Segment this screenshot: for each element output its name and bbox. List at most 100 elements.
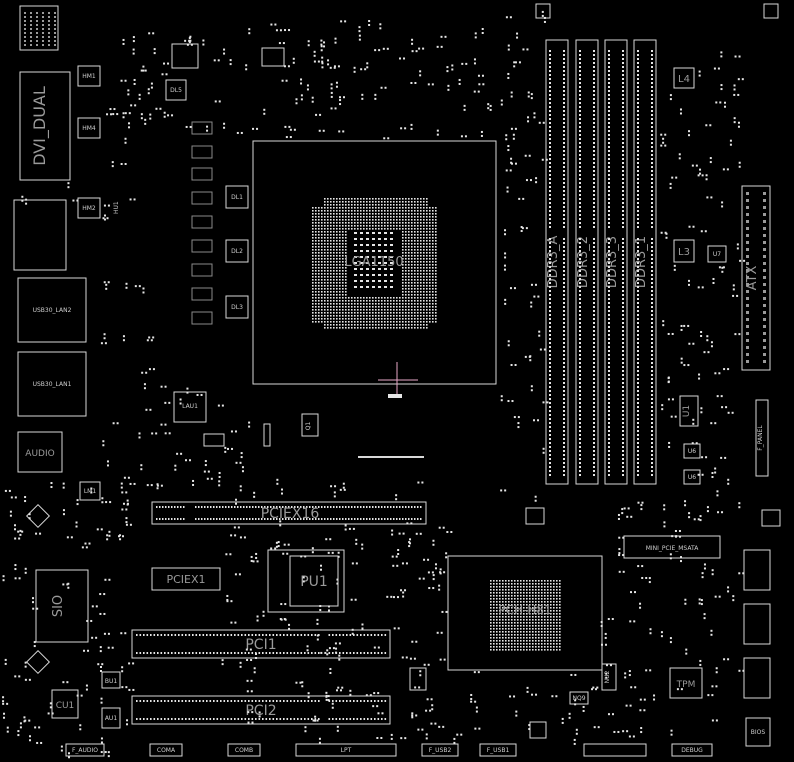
dm1-chip bbox=[261, 47, 285, 67]
chipset-ball bbox=[553, 649, 555, 651]
pciex16-pin bbox=[384, 506, 386, 508]
passive-pad bbox=[129, 198, 132, 201]
passive-pad bbox=[667, 380, 670, 383]
socket-pin bbox=[393, 324, 395, 326]
socket-pin bbox=[426, 291, 428, 293]
passive-pad bbox=[711, 573, 714, 576]
socket-pin bbox=[435, 216, 437, 218]
socket-pin bbox=[414, 210, 416, 212]
passive-pad bbox=[397, 627, 400, 630]
dimm-pin bbox=[622, 430, 624, 432]
socket-pin bbox=[369, 216, 371, 218]
socket-pin bbox=[414, 267, 416, 269]
dimm-pin bbox=[563, 466, 565, 468]
dimm-pin bbox=[637, 326, 639, 328]
dimm-pin bbox=[563, 358, 565, 360]
socket-pin bbox=[381, 315, 383, 317]
socket-pin bbox=[411, 246, 413, 248]
dimm-pin bbox=[563, 430, 565, 432]
chipset-ball bbox=[556, 625, 558, 627]
dimm-pin bbox=[637, 110, 639, 112]
dimm-pin bbox=[549, 74, 551, 76]
socket-pin bbox=[390, 297, 392, 299]
socket-pin bbox=[414, 288, 416, 290]
socket-pin bbox=[327, 222, 329, 224]
socket-pin bbox=[354, 213, 356, 215]
pciex16-pin bbox=[351, 518, 353, 520]
passive-pad bbox=[504, 256, 507, 259]
dimm-pin bbox=[579, 198, 581, 200]
passive-pad bbox=[721, 266, 724, 269]
dimm-pin bbox=[579, 314, 581, 316]
dimm-pin bbox=[651, 346, 653, 348]
chipset-ball bbox=[550, 610, 552, 612]
socket-pin bbox=[366, 201, 368, 203]
ddr3-3-label: DDR3_3 bbox=[605, 236, 620, 288]
dimm-pin bbox=[637, 286, 639, 288]
pci-pin bbox=[178, 634, 180, 636]
socket-pin bbox=[375, 306, 377, 308]
pci-pin bbox=[293, 700, 296, 702]
passive-pad bbox=[410, 127, 413, 130]
dimm-pin bbox=[579, 214, 581, 216]
dimm-pin bbox=[563, 286, 565, 288]
socket-pin bbox=[342, 324, 344, 326]
nq9-chip bbox=[569, 691, 589, 705]
mosfet bbox=[191, 215, 213, 229]
f-usb2-label: F_USB2 bbox=[429, 747, 452, 754]
chipset-ball bbox=[520, 610, 522, 612]
passive-pad bbox=[716, 490, 719, 493]
socket-pin bbox=[333, 255, 335, 257]
passive-pad bbox=[732, 294, 735, 297]
header-pin bbox=[48, 36, 50, 38]
socket-pin bbox=[426, 237, 428, 239]
pciex16-pin bbox=[393, 518, 395, 520]
socket-pin bbox=[330, 303, 332, 305]
socket-pin bbox=[429, 237, 431, 239]
socket-pin bbox=[363, 315, 365, 317]
socket-pin bbox=[411, 273, 413, 275]
passive-pad bbox=[204, 460, 207, 463]
pciex16-pin bbox=[363, 518, 365, 520]
dimm-pin bbox=[563, 170, 565, 172]
passive-pad bbox=[246, 690, 249, 693]
chipset-ball bbox=[535, 625, 537, 627]
socket-pin bbox=[348, 324, 350, 326]
socket-pin bbox=[417, 309, 419, 311]
pciex16-pin bbox=[360, 518, 362, 520]
passive-pad bbox=[704, 230, 707, 233]
pciex16-pin bbox=[408, 518, 410, 520]
dimm-pin bbox=[651, 66, 653, 68]
chipset-ball bbox=[544, 601, 546, 603]
passive-pad bbox=[669, 182, 672, 185]
chipset-ball bbox=[559, 601, 561, 603]
chipset-ball bbox=[505, 601, 507, 603]
passive-pad bbox=[411, 42, 414, 45]
socket-pin bbox=[381, 198, 383, 200]
socket-pin bbox=[417, 258, 419, 260]
dimm-pin bbox=[637, 470, 639, 472]
chipset-ball bbox=[532, 646, 534, 648]
socket-pin bbox=[321, 252, 323, 254]
passive-pad bbox=[706, 196, 709, 199]
socket-pin bbox=[345, 315, 347, 317]
passive-pad bbox=[328, 647, 331, 650]
header-pin bbox=[24, 24, 26, 26]
dimm-pin bbox=[622, 462, 624, 464]
chipset-ball bbox=[508, 640, 510, 642]
socket-pin bbox=[405, 219, 407, 221]
socket-pin bbox=[333, 213, 335, 215]
chipset-ball bbox=[547, 595, 549, 597]
socket-pin bbox=[417, 321, 419, 323]
passive-pad bbox=[463, 104, 466, 107]
chipset-ball bbox=[517, 583, 519, 585]
dimm-pin bbox=[622, 458, 624, 460]
socket-pin bbox=[423, 237, 425, 239]
socket-center-pad bbox=[366, 238, 369, 240]
passive-pad bbox=[132, 662, 135, 665]
passive-pad bbox=[473, 671, 476, 674]
chipset-ball bbox=[532, 595, 534, 597]
passive-pad bbox=[68, 752, 71, 755]
chipset-ball bbox=[496, 631, 498, 633]
passive-pad bbox=[639, 602, 642, 605]
